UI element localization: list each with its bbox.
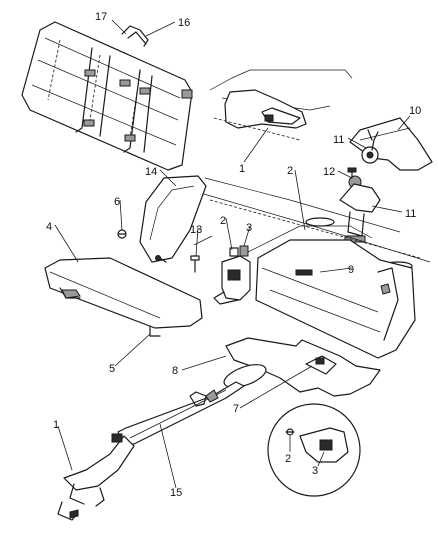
callout-3-center: 3 xyxy=(246,222,252,234)
callout-5: 5 xyxy=(109,363,115,375)
belt-rail-15 xyxy=(117,381,245,447)
callout-12: 12 xyxy=(323,166,335,178)
callout-14: 14 xyxy=(145,166,157,178)
callout-11-upper: 11 xyxy=(333,134,344,146)
callout-1-upper: 1 xyxy=(239,163,245,175)
callout-1-lower: 1 xyxy=(53,419,59,431)
bolt-13 xyxy=(190,255,200,273)
detail-inset xyxy=(267,403,361,497)
rear-shelf-panel xyxy=(209,69,353,141)
callout-2-inset: 2 xyxy=(285,453,291,465)
callout-9: 9 xyxy=(348,264,354,276)
callout-15: 15 xyxy=(170,487,182,499)
seat-back-cushion-9 xyxy=(255,239,416,359)
bolt-6 xyxy=(117,229,127,239)
callout-2-center: 2 xyxy=(220,215,226,227)
callout-7: 7 xyxy=(233,403,239,415)
latch-bracket-center xyxy=(213,245,251,305)
callout-11-lower: 11 xyxy=(405,208,416,220)
floor-plate-8 xyxy=(223,337,381,397)
leader-lines xyxy=(54,19,411,489)
callout-2-top: 2 xyxy=(287,165,293,177)
hinge-bracket-16 xyxy=(121,25,149,47)
side-bolster-14 xyxy=(139,175,207,263)
callout-8: 8 xyxy=(172,365,178,377)
callout-13: 13 xyxy=(190,224,202,236)
callout-labels: 17 16 1 10 11 2 12 14 11 6 4 2 3 13 9 5 … xyxy=(46,11,421,499)
seat-cushion-4 xyxy=(44,257,203,337)
belt-anchor-assembly xyxy=(339,117,433,243)
callout-16: 16 xyxy=(178,17,190,29)
callout-17: 17 xyxy=(95,11,107,23)
callout-10: 10 xyxy=(409,105,421,117)
seat-back-frame xyxy=(21,21,193,171)
callout-6: 6 xyxy=(114,196,120,208)
callout-4: 4 xyxy=(46,221,52,233)
lower-bracket-1 xyxy=(57,433,135,521)
callout-3-inset: 3 xyxy=(312,465,318,477)
